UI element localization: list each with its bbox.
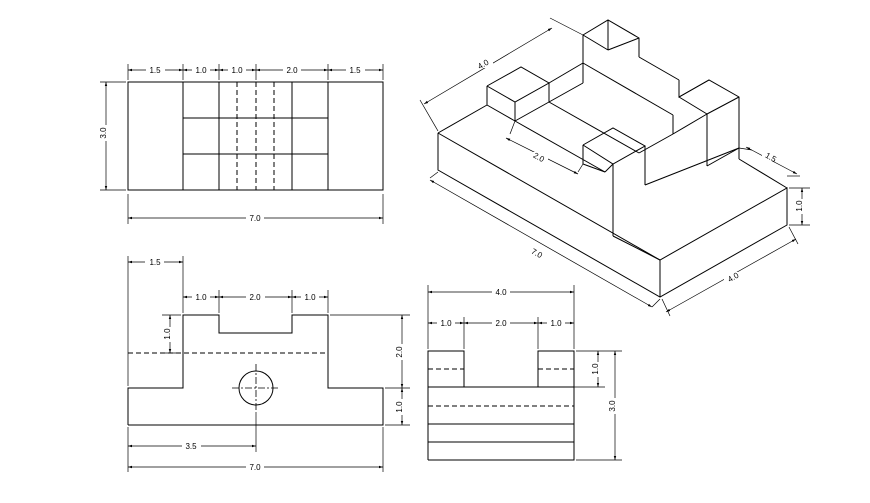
dim-label: 2.0 — [495, 319, 507, 328]
dim-label: 1.0 — [395, 401, 404, 413]
dim-label: 1.0 — [550, 319, 562, 328]
front-view: 1.5 1.0 2.0 1.0 1.0 2.0 1.0 — [127, 256, 410, 472]
dim-label: 3.0 — [608, 400, 617, 412]
dim-label: 3.5 — [185, 442, 197, 451]
dim-label: 7.0 — [249, 463, 261, 472]
dim-label: 1.0 — [795, 200, 804, 212]
dim-label: 7.0 — [249, 214, 261, 223]
front-view-outline — [127, 314, 384, 426]
dim-label: 1.0 — [195, 293, 207, 302]
dim-label: 3.0 — [99, 127, 108, 139]
dim-label: 2.0 — [249, 293, 261, 302]
dim-label: 1.0 — [195, 66, 207, 75]
dim-label: 4.0 — [495, 288, 507, 297]
dim-label: 1.5 — [149, 258, 161, 267]
dim-label: 1.0 — [591, 363, 600, 375]
dim-label: 1.0 — [440, 319, 452, 328]
side-view: 4.0 1.0 2.0 1.0 1.0 3.0 — [427, 285, 622, 461]
isometric-view: 4.0 2.0 1.5 1.0 7.0 4.0 — [419, 17, 810, 317]
top-view: 1.5 1.0 1.0 2.0 1.5 3.0 7.0 — [99, 64, 384, 224]
dim-label: 2.0 — [286, 66, 298, 75]
dim-label: 1.5 — [149, 66, 161, 75]
dim-label: 2.0 — [395, 346, 404, 358]
dim-label: 1.0 — [163, 328, 172, 340]
dim-label: 1.0 — [304, 293, 316, 302]
dim-label: 1.0 — [231, 66, 243, 75]
dim-label: 1.5 — [349, 66, 361, 75]
